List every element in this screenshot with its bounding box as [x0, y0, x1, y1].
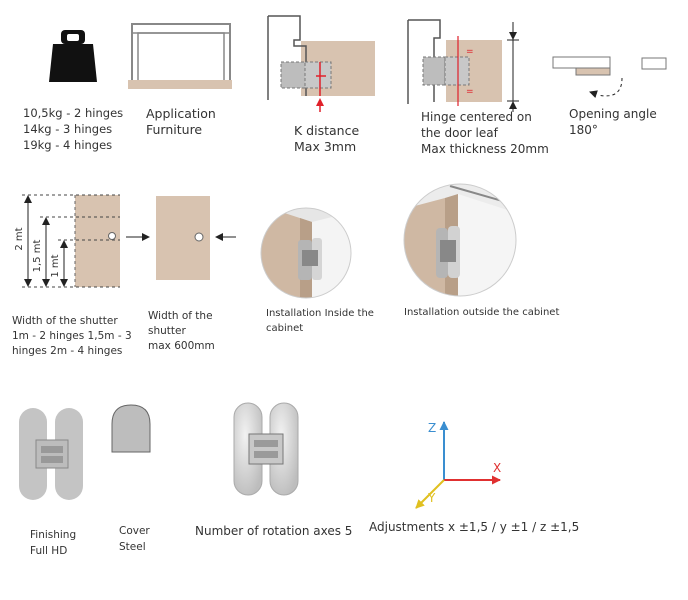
k-distance-icon	[267, 15, 375, 112]
install-outside-text: Installation outside the cabinet	[404, 307, 560, 318]
svg-text:=: =	[466, 87, 474, 97]
opening-angle-text: Opening angle 180°	[569, 107, 657, 137]
weight-icon	[49, 30, 97, 82]
opening-angle-icon	[552, 56, 667, 99]
shutter-width-diagram	[126, 196, 236, 280]
shutter-width-hinges-text: Width of the shutter 1m - 2 hinges 1,5m …	[12, 315, 132, 357]
axis-y-label: Y	[428, 491, 436, 505]
install-inside-illustration	[260, 207, 352, 299]
adjustments-text: Adjustments x ±1,5 / y ±1 / z ±1,5	[369, 520, 580, 534]
svg-text:=: =	[466, 47, 474, 57]
rotation-axes-text: Number of rotation axes 5	[195, 524, 353, 538]
finishing-hinge-icon	[19, 408, 83, 500]
axis-x-label: X	[493, 461, 502, 475]
finishing-text: Finishing Full HD	[30, 529, 77, 557]
shutter-width-max-text: Width of the shutter max 600mm	[148, 310, 215, 352]
cover-steel-icon	[111, 404, 151, 453]
weight-capacity-text: 10,5kg - 2 hinges 14kg - 3 hinges 19kg -…	[23, 106, 124, 152]
axis-z-label: Z	[428, 421, 437, 435]
centered-hinge-icon: = =	[407, 19, 519, 112]
application-text: Application Furniture	[146, 106, 216, 137]
rotation-hinge-icon	[233, 402, 299, 496]
door-height-diagram	[22, 194, 120, 288]
axes-diagram	[415, 421, 501, 509]
dim-1mt: 1 mt	[50, 254, 61, 278]
cover-text: Cover Steel	[119, 525, 150, 553]
furniture-icon	[128, 23, 232, 89]
dim-1-5mt: 1,5 mt	[32, 239, 43, 273]
centered-hinge-text: Hinge centered on the door leaf Max thic…	[421, 110, 549, 156]
dim-2mt: 2 mt	[14, 227, 25, 251]
k-distance-text: K distance Max 3mm	[294, 123, 360, 154]
install-inside-text: Installation Inside the cabinet	[266, 308, 374, 334]
install-outside-illustration	[403, 183, 517, 297]
